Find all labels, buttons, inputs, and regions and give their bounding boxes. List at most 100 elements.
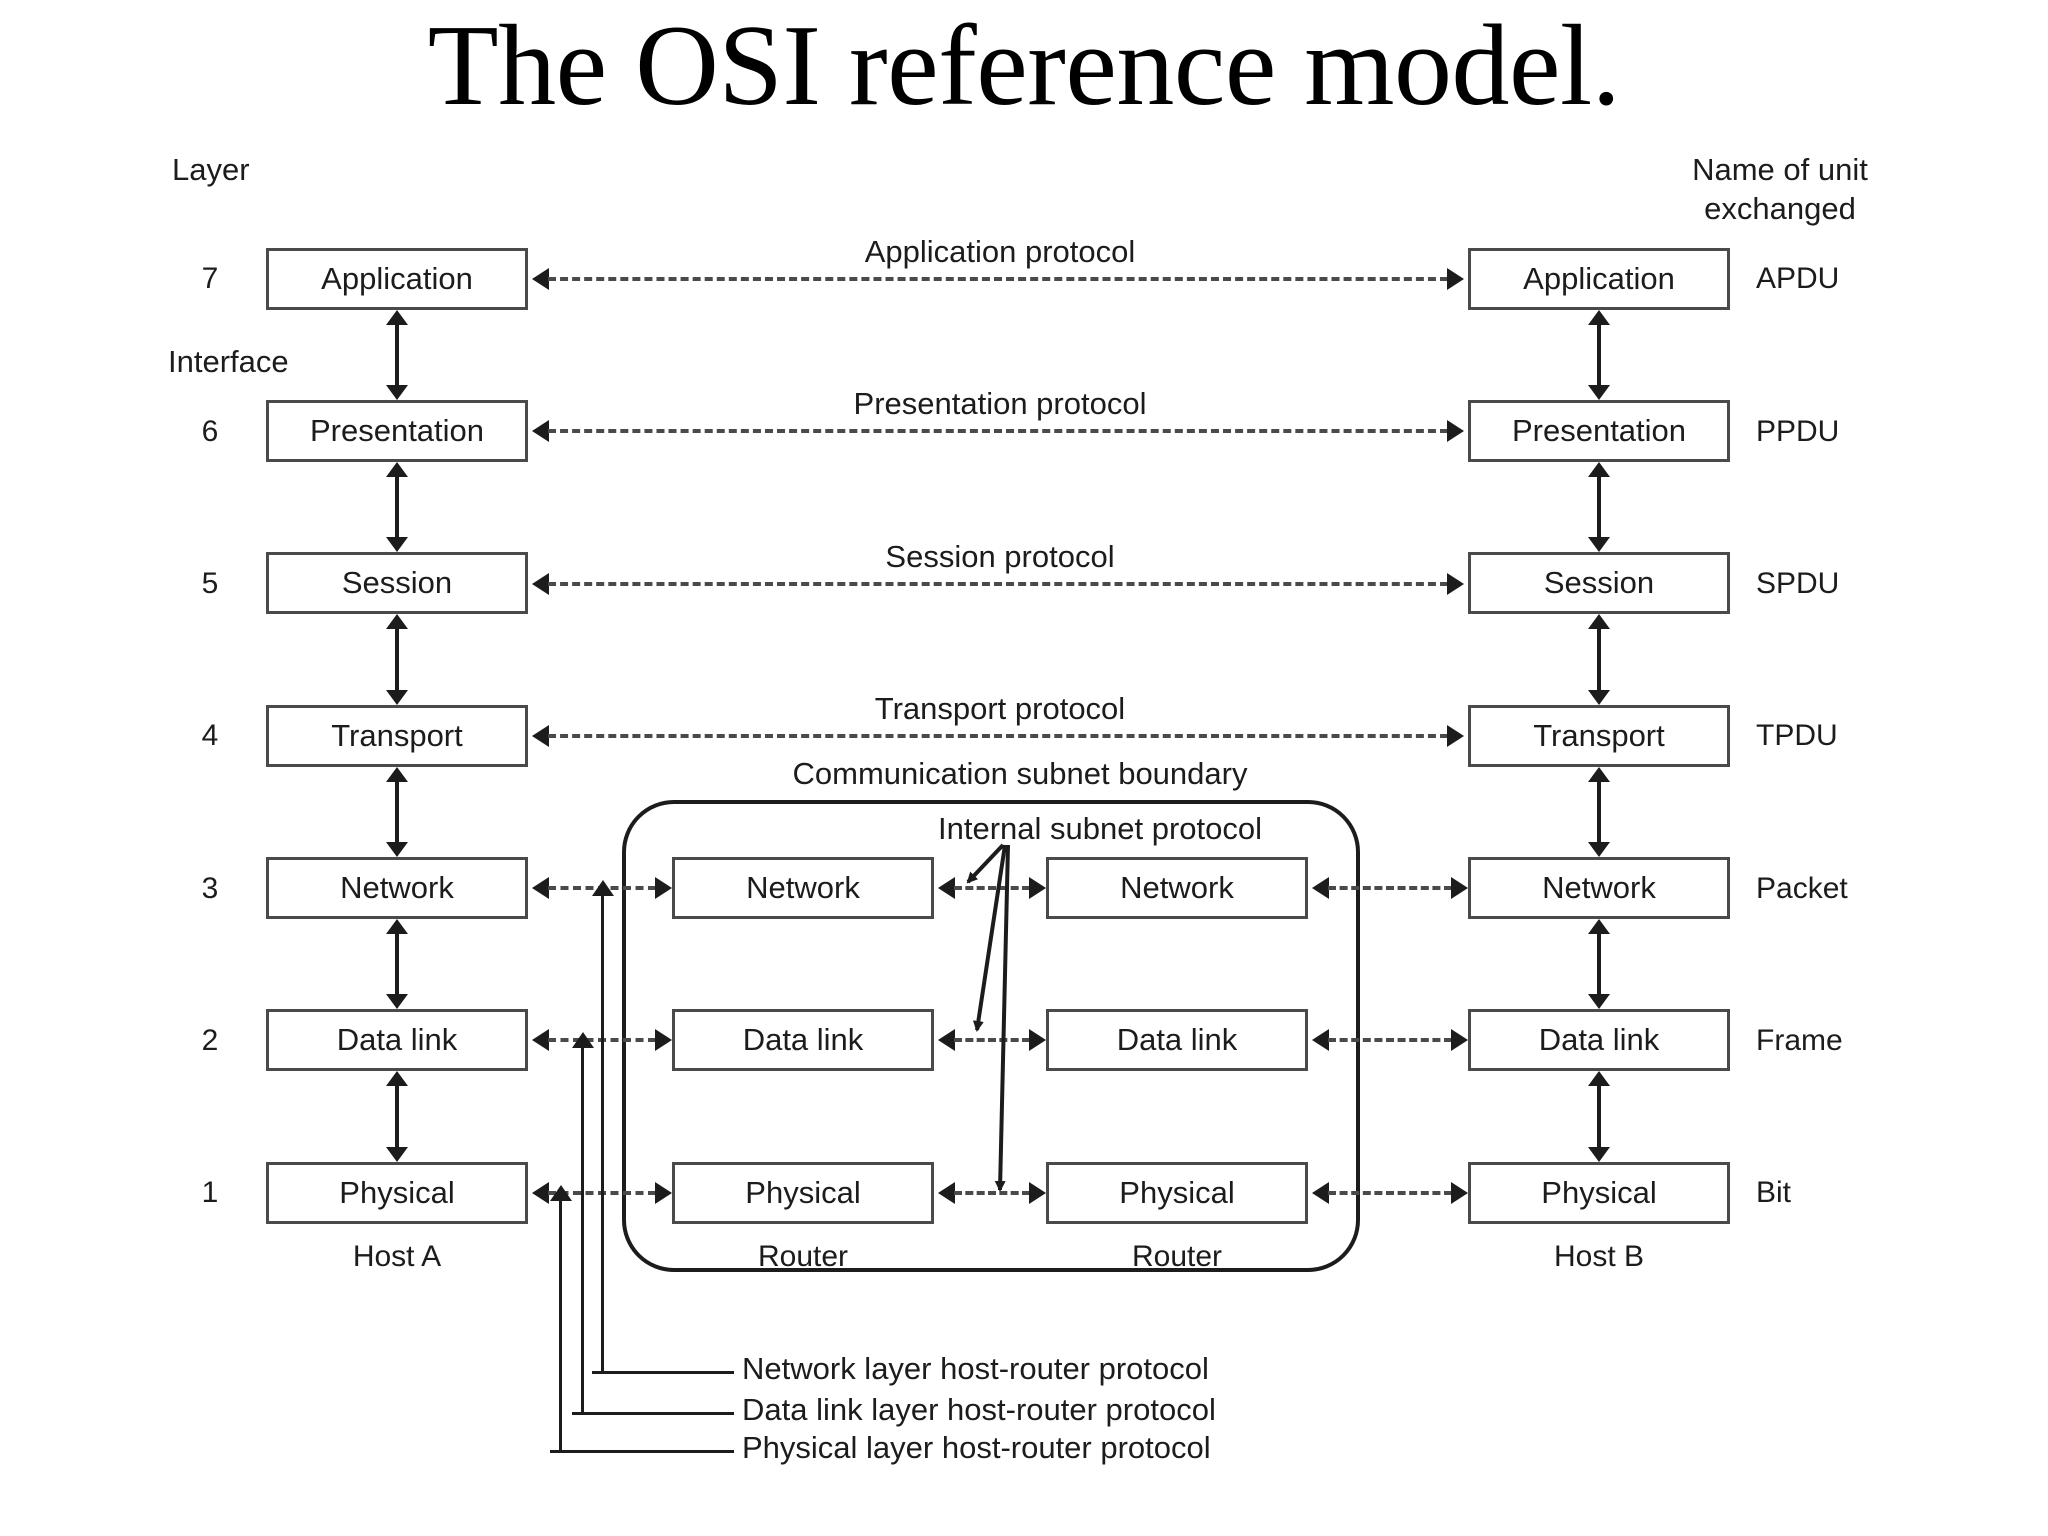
arrow-stem — [395, 777, 399, 847]
arrow-tip-down — [386, 994, 408, 1009]
network-host-router-leader-horizontal — [592, 1371, 734, 1374]
layer-number-2: 2 — [201, 1024, 219, 1057]
host-b-interface-arrow-2-1 — [1588, 1071, 1610, 1162]
router1-layer-physical[interactable]: Physical — [672, 1162, 934, 1224]
network-host-router-leader-arrow — [592, 880, 614, 1374]
arrow-tip-up — [1588, 462, 1610, 477]
arrow-tip-left — [1312, 1029, 1329, 1051]
arrow-tip-up — [572, 1032, 594, 1048]
arrow-tip-left — [532, 1182, 549, 1204]
arrow-tip-down — [1588, 994, 1610, 1009]
arrow-stem — [1597, 777, 1601, 847]
router1-layer-datalink[interactable]: Data link — [672, 1009, 934, 1071]
arrow-tip-up — [1588, 767, 1610, 782]
arrow-stem — [1597, 1081, 1601, 1152]
router1-layer-network[interactable]: Network — [672, 857, 934, 919]
interface-label: Interface — [168, 344, 289, 379]
arrow-tip-left — [938, 1182, 955, 1204]
presentation-protocol-arrow — [532, 420, 1464, 442]
host-b-layer-datalink[interactable]: Data link — [1468, 1009, 1730, 1071]
host-b-layer-physical[interactable]: Physical — [1468, 1162, 1730, 1224]
arrow-tip-left — [938, 877, 955, 899]
presentation-protocol-label: Presentation protocol — [853, 386, 1147, 421]
arrow-tip-right — [1447, 573, 1464, 595]
host-a-layer-application[interactable]: Application — [266, 248, 528, 310]
arrow-dash — [548, 734, 1448, 738]
arrow-dash — [954, 1038, 1030, 1042]
host-a-layer-datalink[interactable]: Data link — [266, 1009, 528, 1071]
physical-host-router-protocol-label: Physical layer host-router protocol — [742, 1430, 1211, 1465]
arrow-tip-left — [1312, 1182, 1329, 1204]
host-b-layer-application[interactable]: Application — [1468, 248, 1730, 310]
arrow-stem — [601, 894, 604, 1374]
arrow-stem — [395, 624, 399, 695]
unit-name-frame: Frame — [1756, 1024, 1843, 1057]
arrow-tip-right — [1451, 1029, 1468, 1051]
host-a-layer-transport[interactable]: Transport — [266, 705, 528, 767]
host-b-layer-presentation[interactable]: Presentation — [1468, 400, 1730, 462]
arrow-tip-up — [386, 614, 408, 629]
router2-layer-network[interactable]: Network — [1046, 857, 1308, 919]
unit-name-apdu: APDU — [1756, 262, 1840, 295]
arrow-dash — [548, 429, 1448, 433]
page-title: The OSI reference model. — [427, 2, 1621, 130]
arrow-tip-right — [1029, 877, 1046, 899]
arrow-tip-left — [532, 573, 549, 595]
host-a-interface-arrow-7-6 — [386, 310, 408, 400]
router2-layer-physical[interactable]: Physical — [1046, 1162, 1308, 1224]
arrow-tip-right — [655, 877, 672, 899]
arrow-dash — [1328, 1038, 1452, 1042]
datalink-host-router-protocol-label: Data link layer host-router protocol — [742, 1392, 1216, 1427]
host-b-interface-arrow-7-6 — [1588, 310, 1610, 400]
host-a-caption: Host A — [352, 1240, 442, 1273]
router1-caption: Router — [757, 1240, 849, 1273]
host-a-layer-presentation[interactable]: Presentation — [266, 400, 528, 462]
host-b-layer-session[interactable]: Session — [1468, 552, 1730, 614]
arrow-stem — [1597, 472, 1601, 542]
host-b-interface-arrow-3-2 — [1588, 919, 1610, 1009]
session-protocol-arrow — [532, 573, 1464, 595]
unit-name-spdu: SPDU — [1756, 567, 1840, 600]
arrow-tip-down — [386, 690, 408, 705]
arrow-tip-down — [386, 1147, 408, 1162]
arrow-tip-down — [386, 842, 408, 857]
arrow-tip-right — [655, 1029, 672, 1051]
arrow-tip-right — [1447, 420, 1464, 442]
arrow-tip-left — [1312, 877, 1329, 899]
host-a-interface-arrow-5-4 — [386, 614, 408, 705]
transport-protocol-label: Transport protocol — [874, 691, 1126, 726]
layer-number-6: 6 — [201, 415, 219, 448]
host-a-layer-session[interactable]: Session — [266, 552, 528, 614]
unit-column-header-line1: Name of unit — [1692, 152, 1868, 187]
network-host-router-protocol-label: Network layer host-router protocol — [742, 1351, 1209, 1386]
router2-layer-datalink[interactable]: Data link — [1046, 1009, 1308, 1071]
arrow-tip-left — [532, 725, 549, 747]
arrow-dash — [548, 277, 1448, 281]
router2-hostB-physical-link — [1312, 1182, 1468, 1204]
router1-router2-physical-link — [938, 1182, 1046, 1204]
host-b-interface-arrow-4-3 — [1588, 767, 1610, 857]
arrow-stem — [1597, 320, 1601, 390]
host-b-layer-network[interactable]: Network — [1468, 857, 1730, 919]
arrow-tip-left — [532, 1029, 549, 1051]
host-b-caption: Host B — [1553, 1240, 1645, 1273]
host-a-layer-physical[interactable]: Physical — [266, 1162, 528, 1224]
host-a-layer-network[interactable]: Network — [266, 857, 528, 919]
unit-name-bit: Bit — [1756, 1176, 1792, 1209]
arrow-tip-right — [1029, 1029, 1046, 1051]
communication-subnet-boundary-label: Communication subnet boundary — [792, 756, 1248, 791]
host-b-layer-transport[interactable]: Transport — [1468, 705, 1730, 767]
router1-router2-datalink-link — [938, 1029, 1046, 1051]
unit-name-ppdu: PPDU — [1756, 415, 1840, 448]
internal-subnet-protocol-label: Internal subnet protocol — [938, 811, 1262, 846]
arrow-tip-up — [1588, 1071, 1610, 1086]
layer-number-3: 3 — [201, 872, 219, 905]
host-a-interface-arrow-2-1 — [386, 1071, 408, 1162]
host-a-interface-arrow-4-3 — [386, 767, 408, 857]
host-a-interface-arrow-6-5 — [386, 462, 408, 552]
host-a-interface-arrow-3-2 — [386, 919, 408, 1009]
physical-host-router-leader-horizontal — [550, 1450, 734, 1453]
arrow-tip-up — [386, 462, 408, 477]
unit-column-header-line2: exchanged — [1704, 191, 1856, 226]
